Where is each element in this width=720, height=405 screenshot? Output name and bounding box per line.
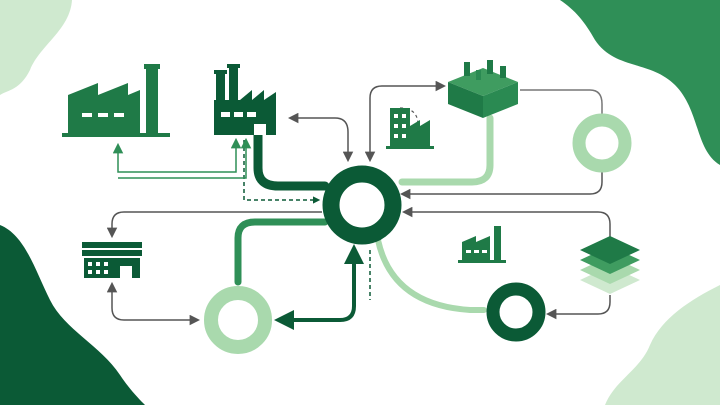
large-factory-icon (62, 64, 170, 137)
arrow-ring-to-hub (399, 170, 603, 200)
arrow-layers-to-ring (545, 295, 611, 320)
connector-hub-to-ring (234, 218, 329, 286)
connector-hub-to-dark-ring (375, 237, 487, 313)
arrow-ring-to-hub-dark (274, 244, 364, 330)
arrow-factory-hub (287, 112, 354, 163)
corner-blob-top-right (560, 0, 720, 165)
small-factory-icon (458, 226, 506, 263)
light-ring-bottom-left (204, 286, 272, 354)
corner-blob-top-left (0, 0, 72, 95)
storefront-icon (82, 242, 142, 278)
stacked-layers-icon (580, 236, 640, 294)
isometric-factory-icon (448, 60, 518, 118)
small-building-icon (386, 108, 434, 149)
connector-iso-to-hub (398, 114, 494, 186)
connector-green-2 (118, 137, 252, 179)
corner-blob-bottom-left (0, 225, 145, 405)
dashed-connector-factory (243, 140, 321, 204)
light-ring-top-right (572, 113, 632, 173)
connector-factory-to-hub (253, 130, 330, 191)
arrow-right-to-hub (401, 206, 611, 245)
connector-green-1 (112, 137, 242, 173)
arrow-hub-to-storefront (106, 211, 322, 239)
factory-icon (214, 64, 276, 135)
central-hub-ring (322, 165, 402, 245)
corner-blob-bottom-right (605, 285, 720, 405)
arrow-storefront-to-ring (106, 281, 201, 326)
arrow-to-iso-factory (364, 80, 447, 163)
dark-ring-bottom-right (486, 282, 546, 342)
connector-iso-to-ring (520, 89, 603, 115)
